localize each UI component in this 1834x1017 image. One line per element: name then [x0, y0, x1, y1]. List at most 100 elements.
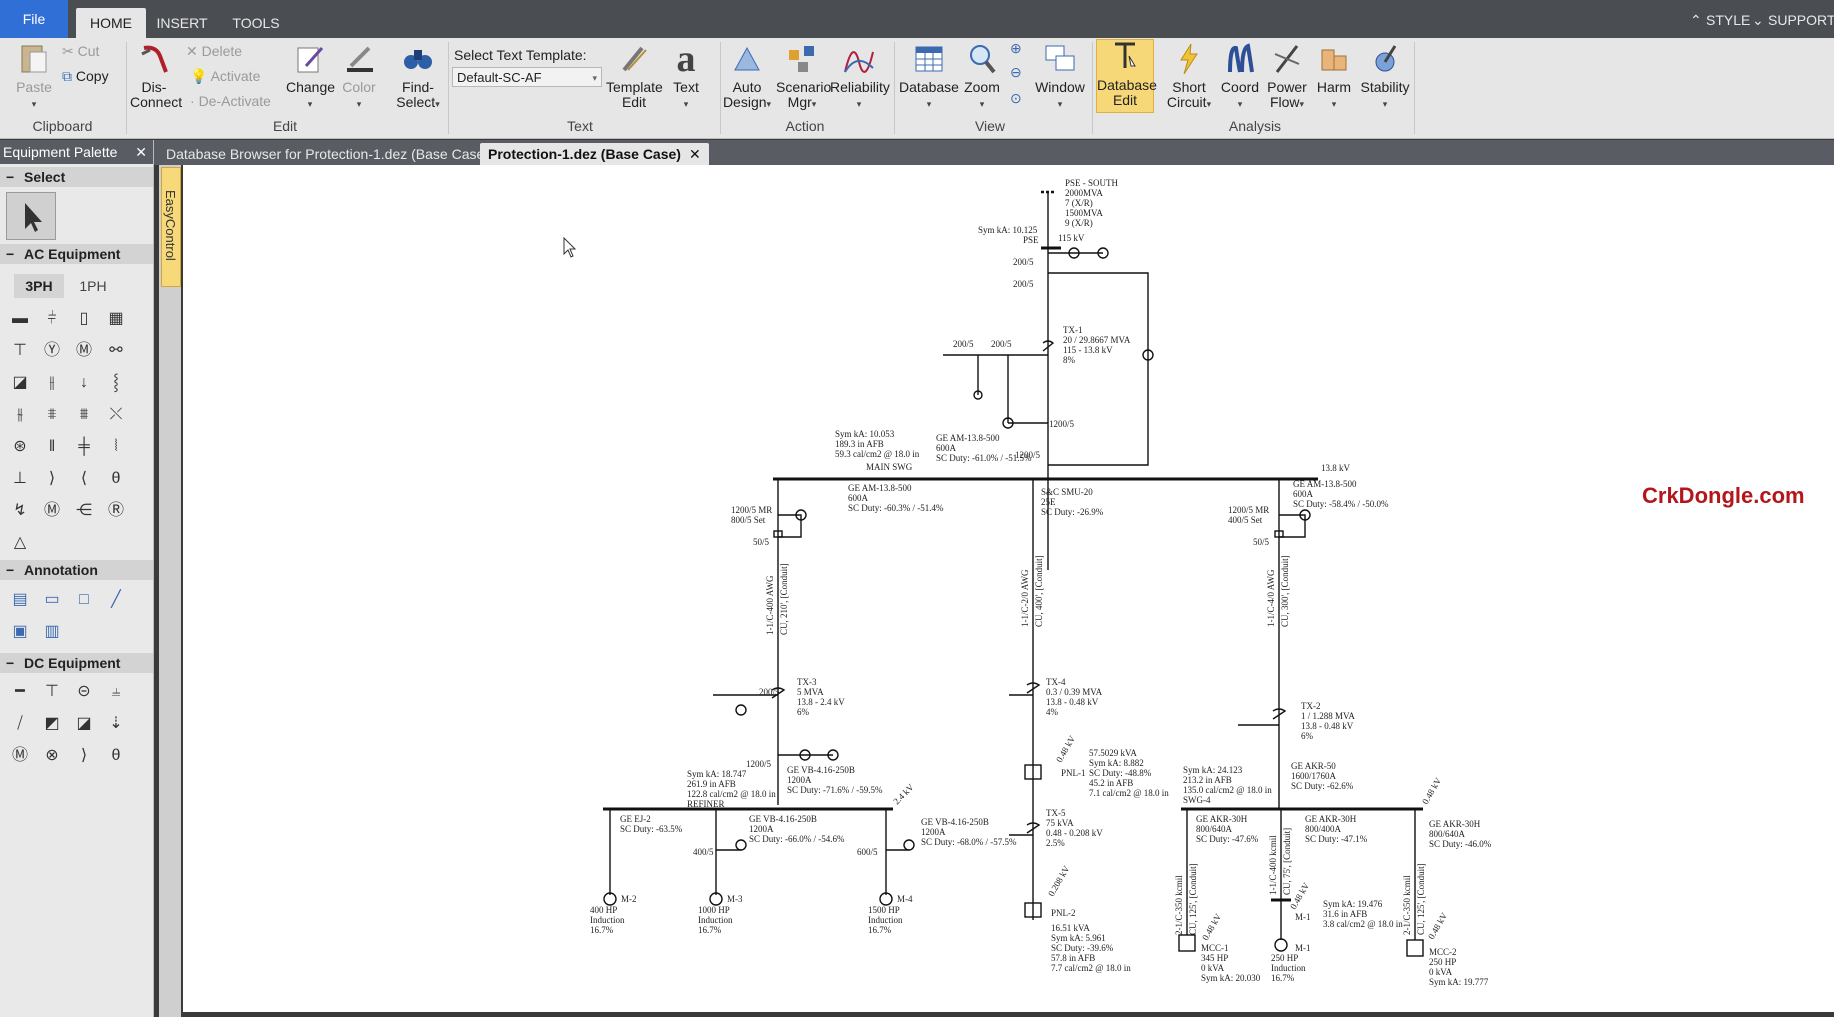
close-icon[interactable]: ✕	[689, 146, 701, 162]
ground-icon[interactable]: ⋲	[74, 501, 94, 521]
svc-icon[interactable]: ⩩	[74, 405, 94, 425]
contactor-icon[interactable]: ⟩	[42, 469, 62, 489]
stability-button[interactable]: Stability▾	[1358, 42, 1412, 112]
chart-icon[interactable]: ▥	[42, 622, 62, 642]
label-icon[interactable]: ▭	[42, 590, 62, 610]
style-menu[interactable]: STYLE	[1706, 12, 1750, 28]
fuse-icon[interactable]: ‖	[42, 437, 62, 457]
dc-converter-icon[interactable]: ◩	[42, 714, 62, 734]
image-icon[interactable]: ▣	[10, 622, 30, 642]
pointer-tool[interactable]	[6, 192, 56, 240]
tab-home[interactable]: HOME	[76, 8, 146, 38]
color-button[interactable]: Color▾	[336, 42, 382, 112]
breaker-icon[interactable]: ⤬	[106, 405, 126, 425]
dc-load-icon[interactable]: ⇣	[106, 714, 126, 734]
m3-z: 16.7%	[698, 925, 722, 935]
zoom-out-icon[interactable]: ⊖	[1010, 64, 1022, 81]
text-button[interactable]: a Text▾	[668, 42, 704, 112]
disconnect-switch-icon[interactable]: ⟨	[74, 469, 94, 489]
reactor-icon[interactable]: ⸾	[106, 373, 126, 393]
cable-icon[interactable]: ⫩	[42, 309, 62, 329]
pv-icon[interactable]: ⧸	[10, 714, 30, 734]
capacitor-icon[interactable]: ⫲	[42, 373, 62, 393]
wye-icon[interactable]: ⊛	[10, 437, 30, 457]
collapse-ribbon-icon[interactable]: ⌃	[1690, 12, 1702, 29]
coil-icon[interactable]: ⦚	[106, 437, 126, 457]
scenario-mgr-button[interactable]: ScenarioMgr▾	[776, 42, 828, 112]
dc-switch-icon[interactable]: ⟩	[74, 746, 94, 766]
harmonic-filter-icon[interactable]: ⩨	[42, 405, 62, 425]
tab-database-browser[interactable]: Database Browser for Protection-1.dez (B…	[158, 143, 517, 165]
pse-mva: 2000MVA	[1065, 188, 1103, 198]
tab-tools[interactable]: TOOLS	[230, 8, 282, 38]
palette-close-icon[interactable]: ✕	[135, 140, 147, 164]
dc-motor-icon[interactable]: Ⓜ	[10, 746, 30, 766]
harm-button[interactable]: Harm▾	[1314, 42, 1354, 112]
generator-icon[interactable]: Ⓨ	[42, 341, 62, 361]
power-flow-button[interactable]: PowerFlow▾	[1264, 42, 1310, 112]
inverter-icon[interactable]: ◪	[74, 714, 94, 734]
relay-icon[interactable]: ⊥	[10, 469, 30, 489]
easycontrol-tab[interactable]: EasyControl	[161, 167, 181, 287]
tx2-kv: 13.8 - 0.48 kV	[1301, 721, 1354, 731]
utility-icon[interactable]: ⊤	[10, 341, 30, 361]
dc-ct-icon[interactable]: θ	[106, 746, 126, 766]
bus-icon[interactable]: ▬	[10, 309, 30, 329]
delete-button[interactable]: ✕ Delete	[186, 43, 242, 60]
text-box-icon[interactable]: ▤	[10, 590, 30, 610]
cut-button[interactable]: ✂ Cut	[62, 43, 99, 60]
find-select-button[interactable]: Find-Select▾	[392, 42, 444, 112]
dc-gen-icon[interactable]: ⊗	[42, 746, 62, 766]
tab-file[interactable]: File	[0, 0, 68, 38]
recloser-icon[interactable]: Ⓡ	[106, 501, 126, 521]
switch-icon[interactable]: ╪	[74, 437, 94, 457]
window-button[interactable]: Window▾	[1032, 42, 1088, 112]
zoom-fit-icon[interactable]: ⊙	[1010, 90, 1022, 107]
zoom-in-icon[interactable]: ⊕	[1010, 40, 1022, 57]
tab-3ph[interactable]: 3PH	[14, 274, 64, 298]
change-button[interactable]: Change▾	[286, 42, 334, 112]
ammeter-icon[interactable]: Ⓜ	[42, 501, 62, 521]
reliability-button[interactable]: Reliability▾	[830, 42, 888, 112]
database-button[interactable]: Database▾	[898, 42, 960, 112]
section-ac-equipment[interactable]: −AC Equipment	[0, 244, 153, 264]
section-select[interactable]: −Select	[0, 167, 153, 187]
tab-insert[interactable]: INSERT	[156, 8, 208, 38]
switchgear-icon[interactable]: ▦	[106, 309, 126, 329]
template-select-dropdown[interactable]: Default-SC-AF▾	[452, 67, 602, 87]
transformer-icon[interactable]: ⚯	[106, 341, 126, 361]
ct-icon[interactable]: θ	[106, 469, 126, 489]
database-edit-button[interactable]: DatabaseEdit	[1096, 39, 1154, 113]
one-line-diagram[interactable]: PSE - SOUTH 2000MVA 7 (X/R) 1500MVA 9 (X…	[183, 165, 1834, 1012]
meter-icon[interactable]: ↯	[10, 501, 30, 521]
coord-button[interactable]: Coord▾	[1218, 42, 1262, 112]
diagram-canvas[interactable]: PSE - SOUTH 2000MVA 7 (X/R) 1500MVA 9 (X…	[183, 165, 1834, 1012]
rectangle-icon[interactable]: □	[74, 590, 94, 610]
copy-button[interactable]: ⧉ Copy	[62, 68, 109, 85]
line-icon[interactable]: ╱	[106, 590, 126, 610]
support-menu[interactable]: SUPPORT	[1768, 12, 1834, 28]
filter-icon[interactable]: ⫳	[10, 405, 30, 425]
converter-icon[interactable]: ◪	[10, 373, 30, 393]
dc-source-icon[interactable]: ⊤	[42, 682, 62, 702]
template-edit-button[interactable]: TemplateEdit	[606, 42, 662, 110]
paste-button[interactable]: Paste▾	[14, 42, 54, 112]
short-circuit-button[interactable]: ShortCircuit▾	[1164, 42, 1214, 112]
load-icon[interactable]: ↓	[74, 373, 94, 393]
deactivate-button[interactable]: · De-Activate	[190, 93, 271, 109]
zoom-button[interactable]: Zoom▾	[962, 42, 1002, 112]
motor-icon[interactable]: Ⓜ	[74, 341, 94, 361]
dc-bus-icon[interactable]: ━	[10, 682, 30, 702]
dc-charger-icon[interactable]: ⊝	[74, 682, 94, 702]
m2-type: Induction	[590, 915, 625, 925]
disconnect-button[interactable]: Dis-Connect	[130, 42, 178, 110]
section-dc-equipment[interactable]: −DC Equipment	[0, 653, 153, 673]
tab-protection-diagram[interactable]: Protection-1.dez (Base Case)✕	[480, 143, 709, 165]
auto-design-button[interactable]: AutoDesign▾	[722, 42, 772, 112]
panel-icon[interactable]: ▯	[74, 309, 94, 329]
delta-icon[interactable]: △	[10, 533, 30, 553]
battery-icon[interactable]: ⫨	[106, 682, 126, 702]
tab-1ph[interactable]: 1PH	[68, 274, 118, 298]
activate-button[interactable]: 💡 Activate	[190, 68, 260, 85]
section-annotation[interactable]: −Annotation	[0, 560, 153, 580]
